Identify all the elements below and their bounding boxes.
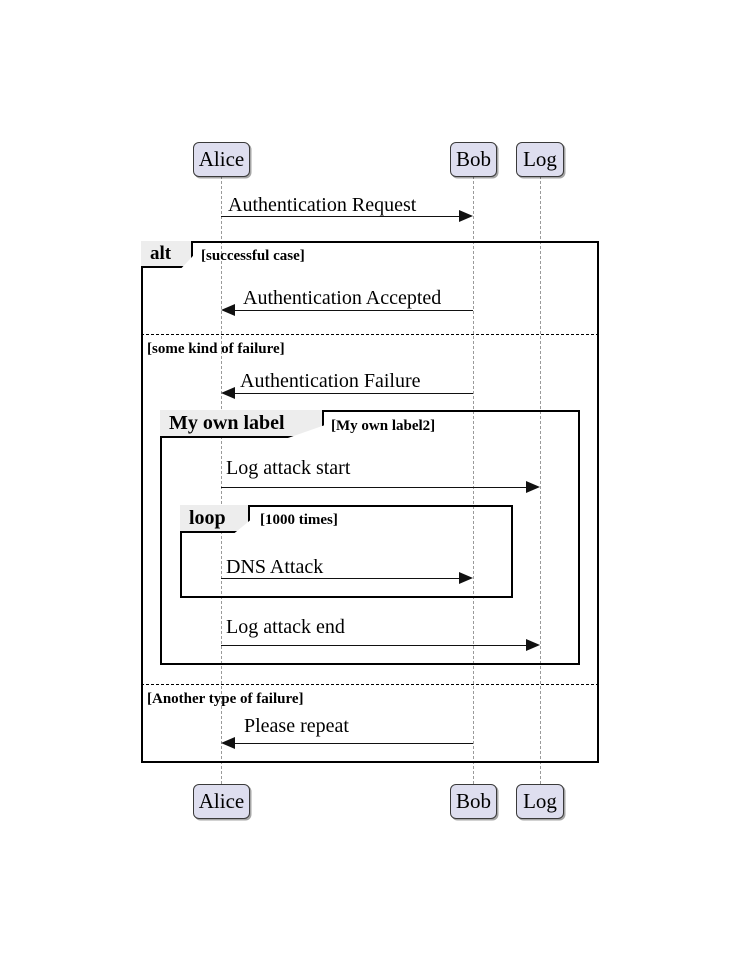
participant-bob-top[interactable]: Bob: [450, 142, 497, 177]
message-line-authentication-failure: [234, 393, 473, 394]
fragment-alt-tag: alt: [141, 241, 193, 268]
message-label-authentication-accepted: Authentication Accepted: [243, 287, 442, 309]
message-line-dns-attack: [221, 578, 460, 579]
fragment-my-own-label-tag: My own label: [160, 410, 324, 438]
participant-alice-top-label: Alice: [198, 147, 245, 171]
message-line-log-attack-end: [221, 645, 527, 646]
message-arrowhead-authentication-accepted: [221, 304, 235, 316]
message-arrowhead-log-attack-start: [526, 481, 540, 493]
message-line-authentication-accepted: [234, 310, 473, 311]
participant-bob-bottom[interactable]: Bob: [450, 784, 497, 819]
message-label-please-repeat: Please repeat: [244, 715, 349, 737]
fragment-alt-divider-1: [141, 334, 599, 335]
fragment-loop-tag: loop: [180, 505, 250, 533]
fragment-alt-divider-1-label: [some kind of failure]: [147, 341, 285, 357]
message-arrowhead-authentication-failure: [221, 387, 235, 399]
participant-log-bottom-label: Log: [523, 789, 557, 813]
message-label-dns-attack: DNS Attack: [226, 556, 324, 578]
fragment-loop: [180, 505, 513, 598]
fragment-loop-condition: [1000 times]: [260, 512, 338, 528]
fragment-my-own-label-condition: [My own label2]: [331, 418, 436, 434]
message-arrowhead-please-repeat: [221, 737, 235, 749]
message-arrowhead-dns-attack: [459, 572, 473, 584]
message-line-please-repeat: [234, 743, 473, 744]
participant-alice-top[interactable]: Alice: [193, 142, 250, 177]
fragment-alt: [141, 241, 599, 763]
fragment-alt-condition: [successful case]: [201, 248, 305, 264]
message-line-authentication-request: [221, 216, 460, 217]
message-label-log-attack-end: Log attack end: [226, 616, 345, 638]
participant-log-top-label: Log: [523, 147, 557, 171]
fragment-my-own-label: [160, 410, 580, 665]
lifeline-alice: [221, 176, 222, 784]
message-label-log-attack-start: Log attack start: [226, 457, 351, 479]
message-line-log-attack-start: [221, 487, 527, 488]
lifeline-bob: [473, 176, 474, 784]
participant-alice-bottom[interactable]: Alice: [193, 784, 250, 819]
message-label-authentication-failure: Authentication Failure: [240, 370, 421, 392]
fragment-alt-divider-2: [141, 684, 599, 685]
message-arrowhead-authentication-request: [459, 210, 473, 222]
lifeline-log: [540, 176, 541, 784]
participant-bob-bottom-label: Bob: [455, 789, 491, 813]
participant-alice-bottom-label: Alice: [198, 789, 245, 813]
participant-log-top[interactable]: Log: [516, 142, 564, 177]
fragment-alt-divider-2-label: [Another type of failure]: [147, 691, 304, 707]
participant-bob-top-label: Bob: [455, 147, 491, 171]
message-arrowhead-log-attack-end: [526, 639, 540, 651]
participant-log-bottom[interactable]: Log: [516, 784, 564, 819]
message-label-authentication-request: Authentication Request: [228, 194, 417, 216]
